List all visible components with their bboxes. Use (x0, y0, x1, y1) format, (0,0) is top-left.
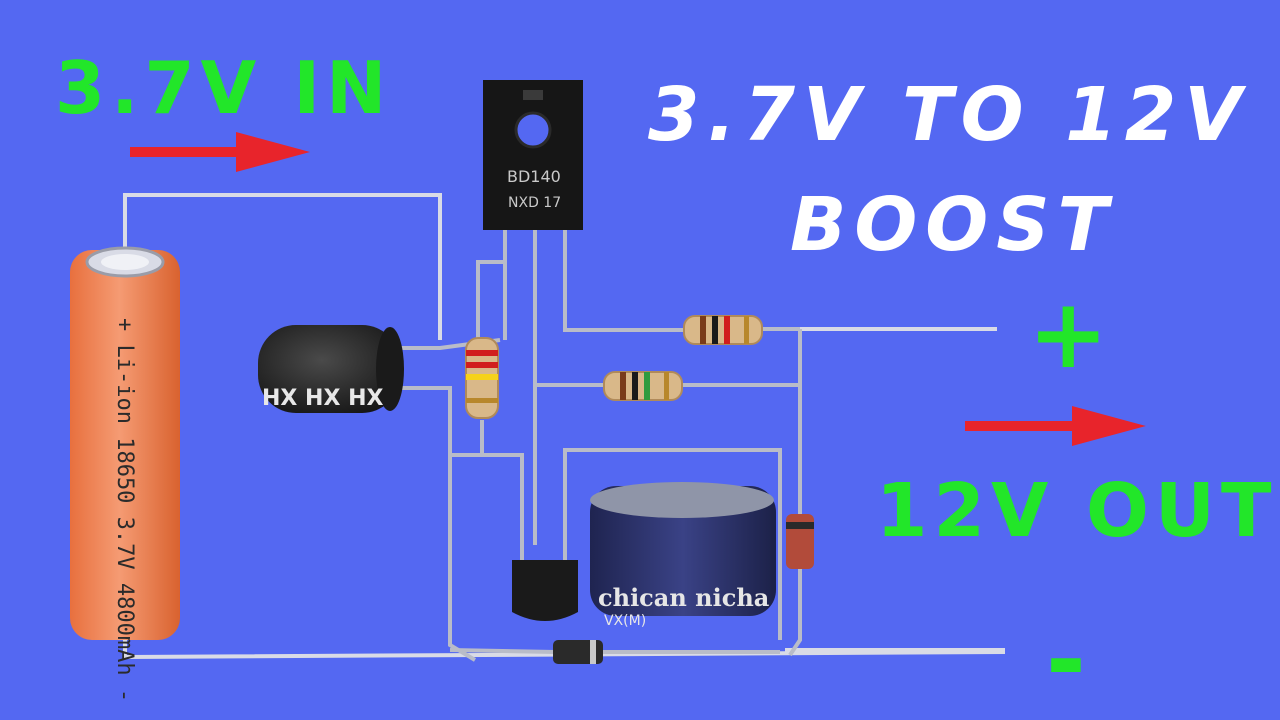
diode-bottom (553, 640, 603, 664)
component-leads (395, 230, 802, 662)
input-arrow-icon (130, 132, 310, 172)
negative-terminal-sign: - (1046, 604, 1086, 716)
title-line-1: 3.7V TO 12V (648, 72, 1250, 158)
title-line-2: BOOST (790, 182, 1116, 268)
resistor-top (683, 315, 763, 345)
input-voltage-label: 3.7V IN (55, 46, 393, 130)
capacitor-sub-marking: VX(M) (604, 613, 646, 629)
transistor-part-number: BD140 (507, 167, 561, 186)
output-arrow-icon (965, 406, 1146, 446)
positive-terminal-sign: + (1028, 278, 1109, 390)
inductor: HX HX HX (258, 325, 404, 413)
resistor-middle (603, 371, 683, 401)
battery: + Li-ion 18650 3.7V 4800mAh - (70, 246, 180, 702)
small-transistor (512, 560, 578, 621)
diode-vertical (786, 514, 814, 569)
inductor-marking: HX HX HX (262, 386, 383, 411)
output-voltage-label: 12V OUT (876, 468, 1278, 554)
resistor-vertical (465, 337, 499, 419)
electrolytic-capacitor: chican nicha VX(M) (590, 482, 776, 629)
transistor-batch-code: NXD 17 (508, 195, 561, 211)
bd140-transistor: BD140 NXD 17 (483, 80, 583, 230)
capacitor-marking: chican nicha (598, 583, 769, 612)
battery-label: + Li-ion 18650 3.7V 4800mAh - (112, 318, 137, 702)
